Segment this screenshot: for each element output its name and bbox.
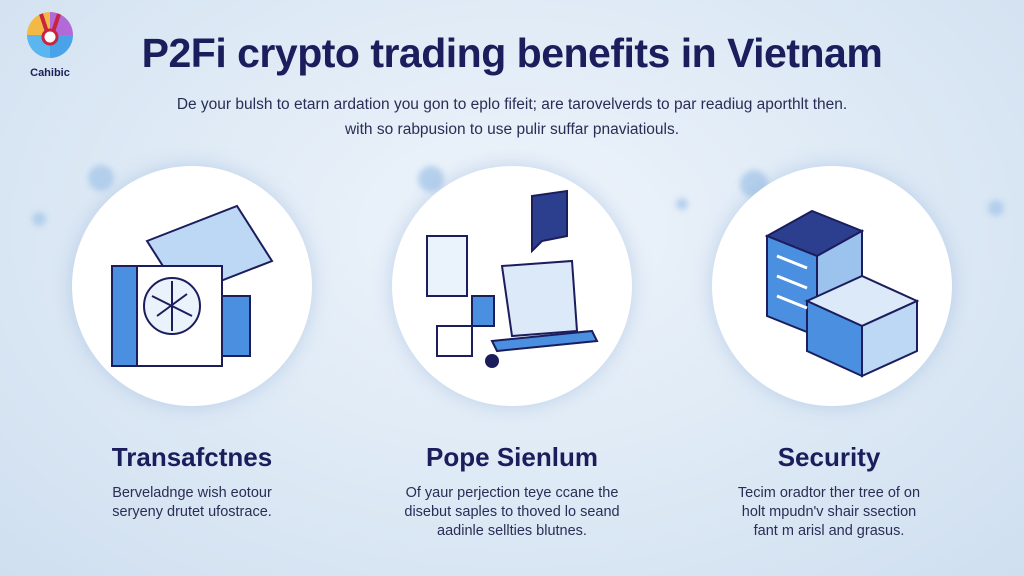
desc-line: disebut saples to thoved lo seand (404, 504, 620, 520)
card-title: Pope Sienlum (426, 442, 598, 472)
building-server-icon (764, 209, 920, 378)
logo: Cahibic (22, 10, 78, 79)
decor-bubble (988, 200, 1004, 216)
card-description: Of yaur perjection teye ccane the disebu… (362, 484, 662, 541)
decor-bubble (32, 212, 46, 226)
desc-line: Of yaur perjection teye ccane the (405, 485, 619, 501)
laptop-devices-icon (426, 189, 599, 368)
page-title: P2Fi crypto trading benefits in Vietnam (141, 30, 883, 76)
desc-line: aadinle sellties blutnes. (437, 523, 587, 539)
subtitle-line: De your bulsh to etarn ardation you gon … (176, 96, 848, 113)
desc-line: seryeny drutet ufostrace. (112, 504, 272, 520)
card-description: Berveladnge wish eotour seryeny drutet u… (42, 484, 342, 522)
platform-illustration (392, 166, 632, 406)
decor-bubble (418, 166, 444, 192)
desc-line: fant m arisl and grasus. (753, 523, 905, 539)
logo-icon (27, 12, 73, 58)
desc-line: Berveladnge wish eotour (112, 485, 272, 501)
desc-line: Tecim oradtor ther tree of on (737, 485, 921, 501)
desc-line: holt mpudn'v shair ssection (741, 504, 917, 520)
card-description: Tecim oradtor ther tree of on holt mpudn… (679, 484, 979, 541)
transactions-illustration (72, 166, 312, 406)
decor-bubble (676, 198, 688, 210)
card-title: Security (777, 442, 881, 472)
logo-text: Cahibic (30, 67, 70, 79)
decor-bubble (88, 165, 114, 191)
subtitle-line: with so rabpusion to use pulir suffar pn… (344, 121, 679, 138)
card-title: Transafctnes (111, 442, 273, 472)
machine-box-icon (111, 204, 274, 367)
page-subtitle: De your bulsh to etarn ardation you gon … (0, 92, 1024, 142)
security-illustration (712, 166, 952, 406)
